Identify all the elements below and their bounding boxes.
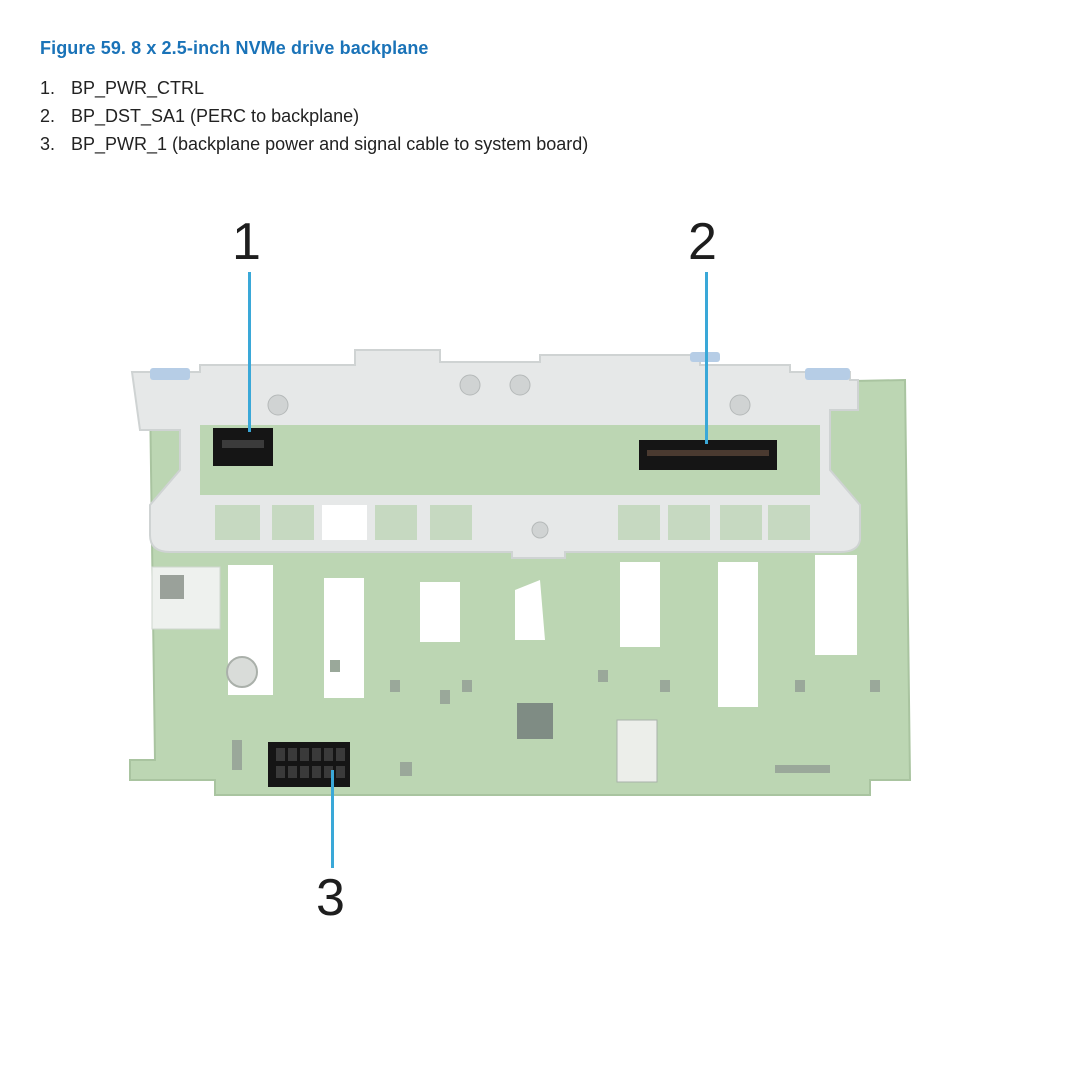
legend-label: BP_PWR_CTRL xyxy=(71,78,205,98)
callout-line-1 xyxy=(248,272,251,432)
callout-line-3 xyxy=(331,770,334,868)
connector-bp-pwr-1 xyxy=(268,742,350,787)
legend-item-3: 3. BP_PWR_1 (backplane power and signal c… xyxy=(40,130,588,158)
legend-number: 3. xyxy=(40,134,56,154)
callout-number-1: 1 xyxy=(232,213,261,271)
legend-label: BP_DST_SA1 (PERC to backplane) xyxy=(71,106,360,126)
legend-label: BP_PWR_1 (backplane power and signal cab… xyxy=(71,134,589,154)
callout-number-2: 2 xyxy=(688,213,717,271)
callout-line-2 xyxy=(705,272,708,444)
legend-item-2: 2. BP_DST_SA1 (PERC to backplane) xyxy=(40,102,588,130)
callout-legend: 1. BP_PWR_CTRL 2. BP_DST_SA1 (PERC to back… xyxy=(40,74,588,158)
callout-number-3: 3 xyxy=(316,869,345,927)
legend-item-1: 1. BP_PWR_CTRL xyxy=(40,74,588,102)
metal-bracket xyxy=(130,349,861,559)
figure-title: Figure 59. 8 x 2.5-inch NVMe drive backp… xyxy=(40,38,429,58)
legend-number: 2. xyxy=(40,106,56,126)
legend-number: 1. xyxy=(40,78,56,98)
